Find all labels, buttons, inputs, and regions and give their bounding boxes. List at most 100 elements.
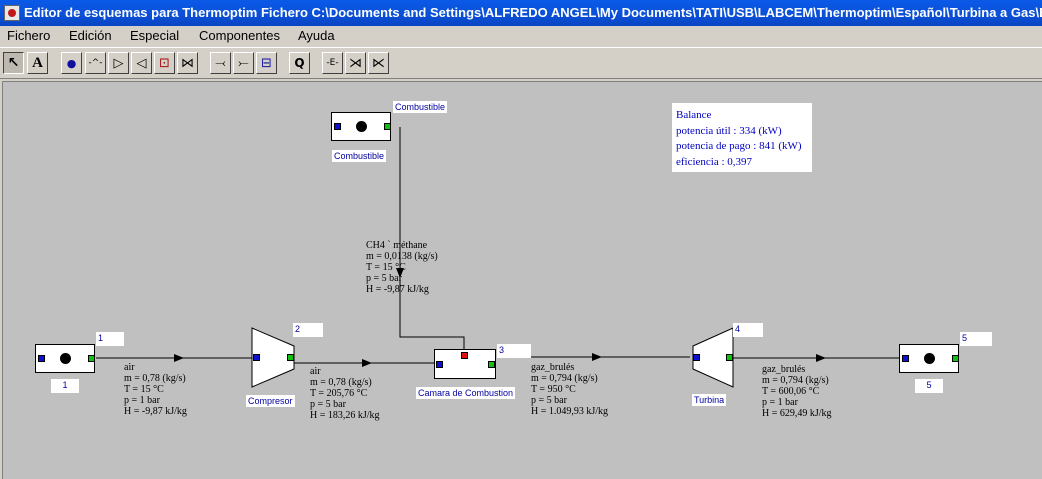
- combustion-tag[interactable]: 3: [497, 344, 531, 358]
- point-1-label[interactable]: air m = 0,78 (kg/s) T = 15 °C p = 1 bar …: [124, 362, 187, 417]
- heat-transfer-q-icon: Q: [294, 56, 305, 70]
- source-tool-button[interactable]: ●: [61, 52, 82, 74]
- fuel-tag[interactable]: Combustible: [393, 101, 448, 113]
- toolbar: ↖ A ● -^- ▷ ◁ ⊡ ⋈ ⤙ ⤚ ⊟ Q -E- ⋊ ⋉: [0, 47, 1042, 79]
- fuel-source-node[interactable]: [331, 112, 391, 141]
- resistor-tool-button[interactable]: -^-: [85, 52, 106, 74]
- menu-especial[interactable]: Especial: [130, 28, 180, 43]
- turbine-caption[interactable]: Turbina: [692, 394, 727, 406]
- turbine-tag[interactable]: 4: [733, 323, 763, 337]
- app-icon[interactable]: [4, 5, 20, 21]
- turbine-inlet-port[interactable]: [693, 354, 700, 361]
- electric-mixer-tool-button[interactable]: ⋉: [368, 52, 389, 74]
- point-3-label[interactable]: gaz_brulés m = 0,794 (kg/s) T = 950 °C p…: [531, 362, 608, 417]
- combustion-chamber[interactable]: [434, 349, 496, 379]
- compressor-inlet-port[interactable]: [253, 354, 260, 361]
- fuel-dot-icon: [356, 121, 367, 132]
- node-5-tag[interactable]: 5: [960, 332, 992, 346]
- title-bar[interactable]: Editor de esquemas para Thermoptim Fiche…: [0, 0, 1042, 26]
- electric-e-icon: -E-: [326, 58, 339, 68]
- combustion-caption[interactable]: Camara de Combustion: [416, 387, 516, 399]
- outlet-port[interactable]: [952, 355, 959, 362]
- combustion-outlet-port[interactable]: [488, 361, 495, 368]
- fuel-point-label[interactable]: CH4 ` méthane m = 0,0138 (kg/s) T = 15 °…: [366, 240, 438, 295]
- point-4-flow: m = 0,794 (kg/s): [762, 375, 829, 386]
- fuel-outlet-port[interactable]: [384, 123, 391, 130]
- fuel-flow: m = 0,0138 (kg/s): [366, 251, 438, 262]
- combustion-fuel-port[interactable]: [461, 352, 468, 359]
- sink-dot-icon: [924, 353, 935, 364]
- electric-divider-tool-button[interactable]: ⋊: [345, 52, 366, 74]
- compressor-icon: ▷: [113, 55, 124, 71]
- point-2-flow: m = 0,78 (kg/s): [310, 377, 372, 388]
- electric-tool-button[interactable]: -E-: [322, 52, 343, 74]
- combustion-inlet-port[interactable]: [436, 361, 443, 368]
- text-tool-button[interactable]: A: [27, 52, 48, 74]
- heat-exchanger-icon: ⊟: [261, 55, 272, 71]
- menu-fichero[interactable]: Fichero: [7, 28, 51, 43]
- point-2-label[interactable]: air m = 0,78 (kg/s) T = 205,76 °C p = 5 …: [310, 366, 380, 421]
- select-tool-button[interactable]: ↖: [3, 52, 24, 74]
- node-5-sink[interactable]: [899, 344, 959, 373]
- text-a-icon: A: [32, 54, 43, 71]
- connection-lines: [96, 127, 899, 388]
- point-2-temperature: T = 205,76 °C: [310, 388, 368, 399]
- point-2-pressure: p = 5 bar: [310, 399, 346, 410]
- heat-exchanger-tool-button[interactable]: ⊟: [256, 52, 277, 74]
- compressor-tag[interactable]: 2: [293, 323, 323, 337]
- point-1-pressure: p = 1 bar: [124, 395, 160, 406]
- turbine-tool-button[interactable]: ◁: [131, 52, 152, 74]
- combustion-tool-button[interactable]: ⊡: [154, 52, 175, 74]
- combustion-chamber-icon: ⊡: [159, 55, 170, 71]
- point-4-label[interactable]: gaz_brulés m = 0,794 (kg/s) T = 600,06 °…: [762, 364, 832, 419]
- mixer-tool-button[interactable]: ⤙: [210, 52, 231, 74]
- source-dot-icon: [60, 353, 71, 364]
- node-1-tag[interactable]: 1: [96, 332, 124, 346]
- point-3-enthalpy: H = 1.049,93 kJ/kg: [531, 406, 609, 417]
- menu-ayuda[interactable]: Ayuda: [298, 28, 335, 43]
- link-fuel-combustion[interactable]: [396, 127, 465, 352]
- point-4-temperature: T = 600,06 °C: [762, 386, 820, 397]
- exchanger-tool-button[interactable]: ⋈: [177, 52, 198, 74]
- compressor-outlet-port[interactable]: [287, 354, 294, 361]
- diagram-canvas[interactable]: 1 1 2 Compresor 3 Camara de Combustion 4…: [2, 81, 1042, 479]
- electric-divider-icon: ⋊: [349, 55, 362, 71]
- point-3-substance: gaz_brulés: [531, 362, 575, 373]
- node-1-source[interactable]: [35, 344, 95, 373]
- balance-box[interactable]: Balance potencia útil : 334 (kW) potenci…: [672, 103, 812, 172]
- fuel-enthalpy: H = -9,87 kJ/kg: [366, 284, 429, 295]
- window-title: Editor de esquemas para Thermoptim Fiche…: [24, 5, 1042, 20]
- inlet-port[interactable]: [902, 355, 909, 362]
- electric-mixer-icon: ⋉: [372, 55, 385, 71]
- outlet-port[interactable]: [88, 355, 95, 362]
- fuel-inlet-port[interactable]: [334, 123, 341, 130]
- compressor-caption[interactable]: Compresor: [246, 395, 295, 407]
- turbine-icon: ◁: [136, 55, 147, 71]
- point-3-pressure: p = 5 bar: [531, 395, 567, 406]
- node-5-caption[interactable]: 5: [915, 379, 943, 393]
- divider-icon: ⤚: [238, 55, 249, 71]
- mixer-icon: ⤙: [215, 55, 226, 71]
- point-2-enthalpy: H = 183,26 kJ/kg: [310, 410, 380, 421]
- point-4-enthalpy: H = 629,49 kJ/kg: [762, 408, 832, 419]
- fuel-caption[interactable]: Combustible: [332, 150, 387, 162]
- compressor-tool-button[interactable]: ▷: [108, 52, 129, 74]
- menu-componentes[interactable]: Componentes: [199, 28, 280, 43]
- heat-transfer-tool-button[interactable]: Q: [289, 52, 310, 74]
- balance-efficiency: eficiencia : 0,397: [676, 155, 753, 168]
- exchanger-icon: ⋈: [181, 55, 194, 71]
- point-2-substance: air: [310, 366, 321, 377]
- node-1-caption[interactable]: 1: [51, 379, 79, 393]
- fuel-pressure: p = 5 bar: [366, 273, 402, 284]
- inlet-port[interactable]: [38, 355, 45, 362]
- point-1-substance: air: [124, 362, 135, 373]
- point-3-temperature: T = 950 °C: [531, 384, 576, 395]
- point-1-temperature: T = 15 °C: [124, 384, 164, 395]
- point-3-flow: m = 0,794 (kg/s): [531, 373, 598, 384]
- fuel-substance: CH4 ` méthane: [366, 240, 428, 251]
- menu-edicion[interactable]: Edición: [69, 28, 112, 43]
- turbine-outlet-port[interactable]: [726, 354, 733, 361]
- menu-bar: Fichero Edición Especial Componentes Ayu…: [0, 26, 1042, 46]
- point-1-enthalpy: H = -9,87 kJ/kg: [124, 406, 187, 417]
- divider-tool-button[interactable]: ⤚: [233, 52, 254, 74]
